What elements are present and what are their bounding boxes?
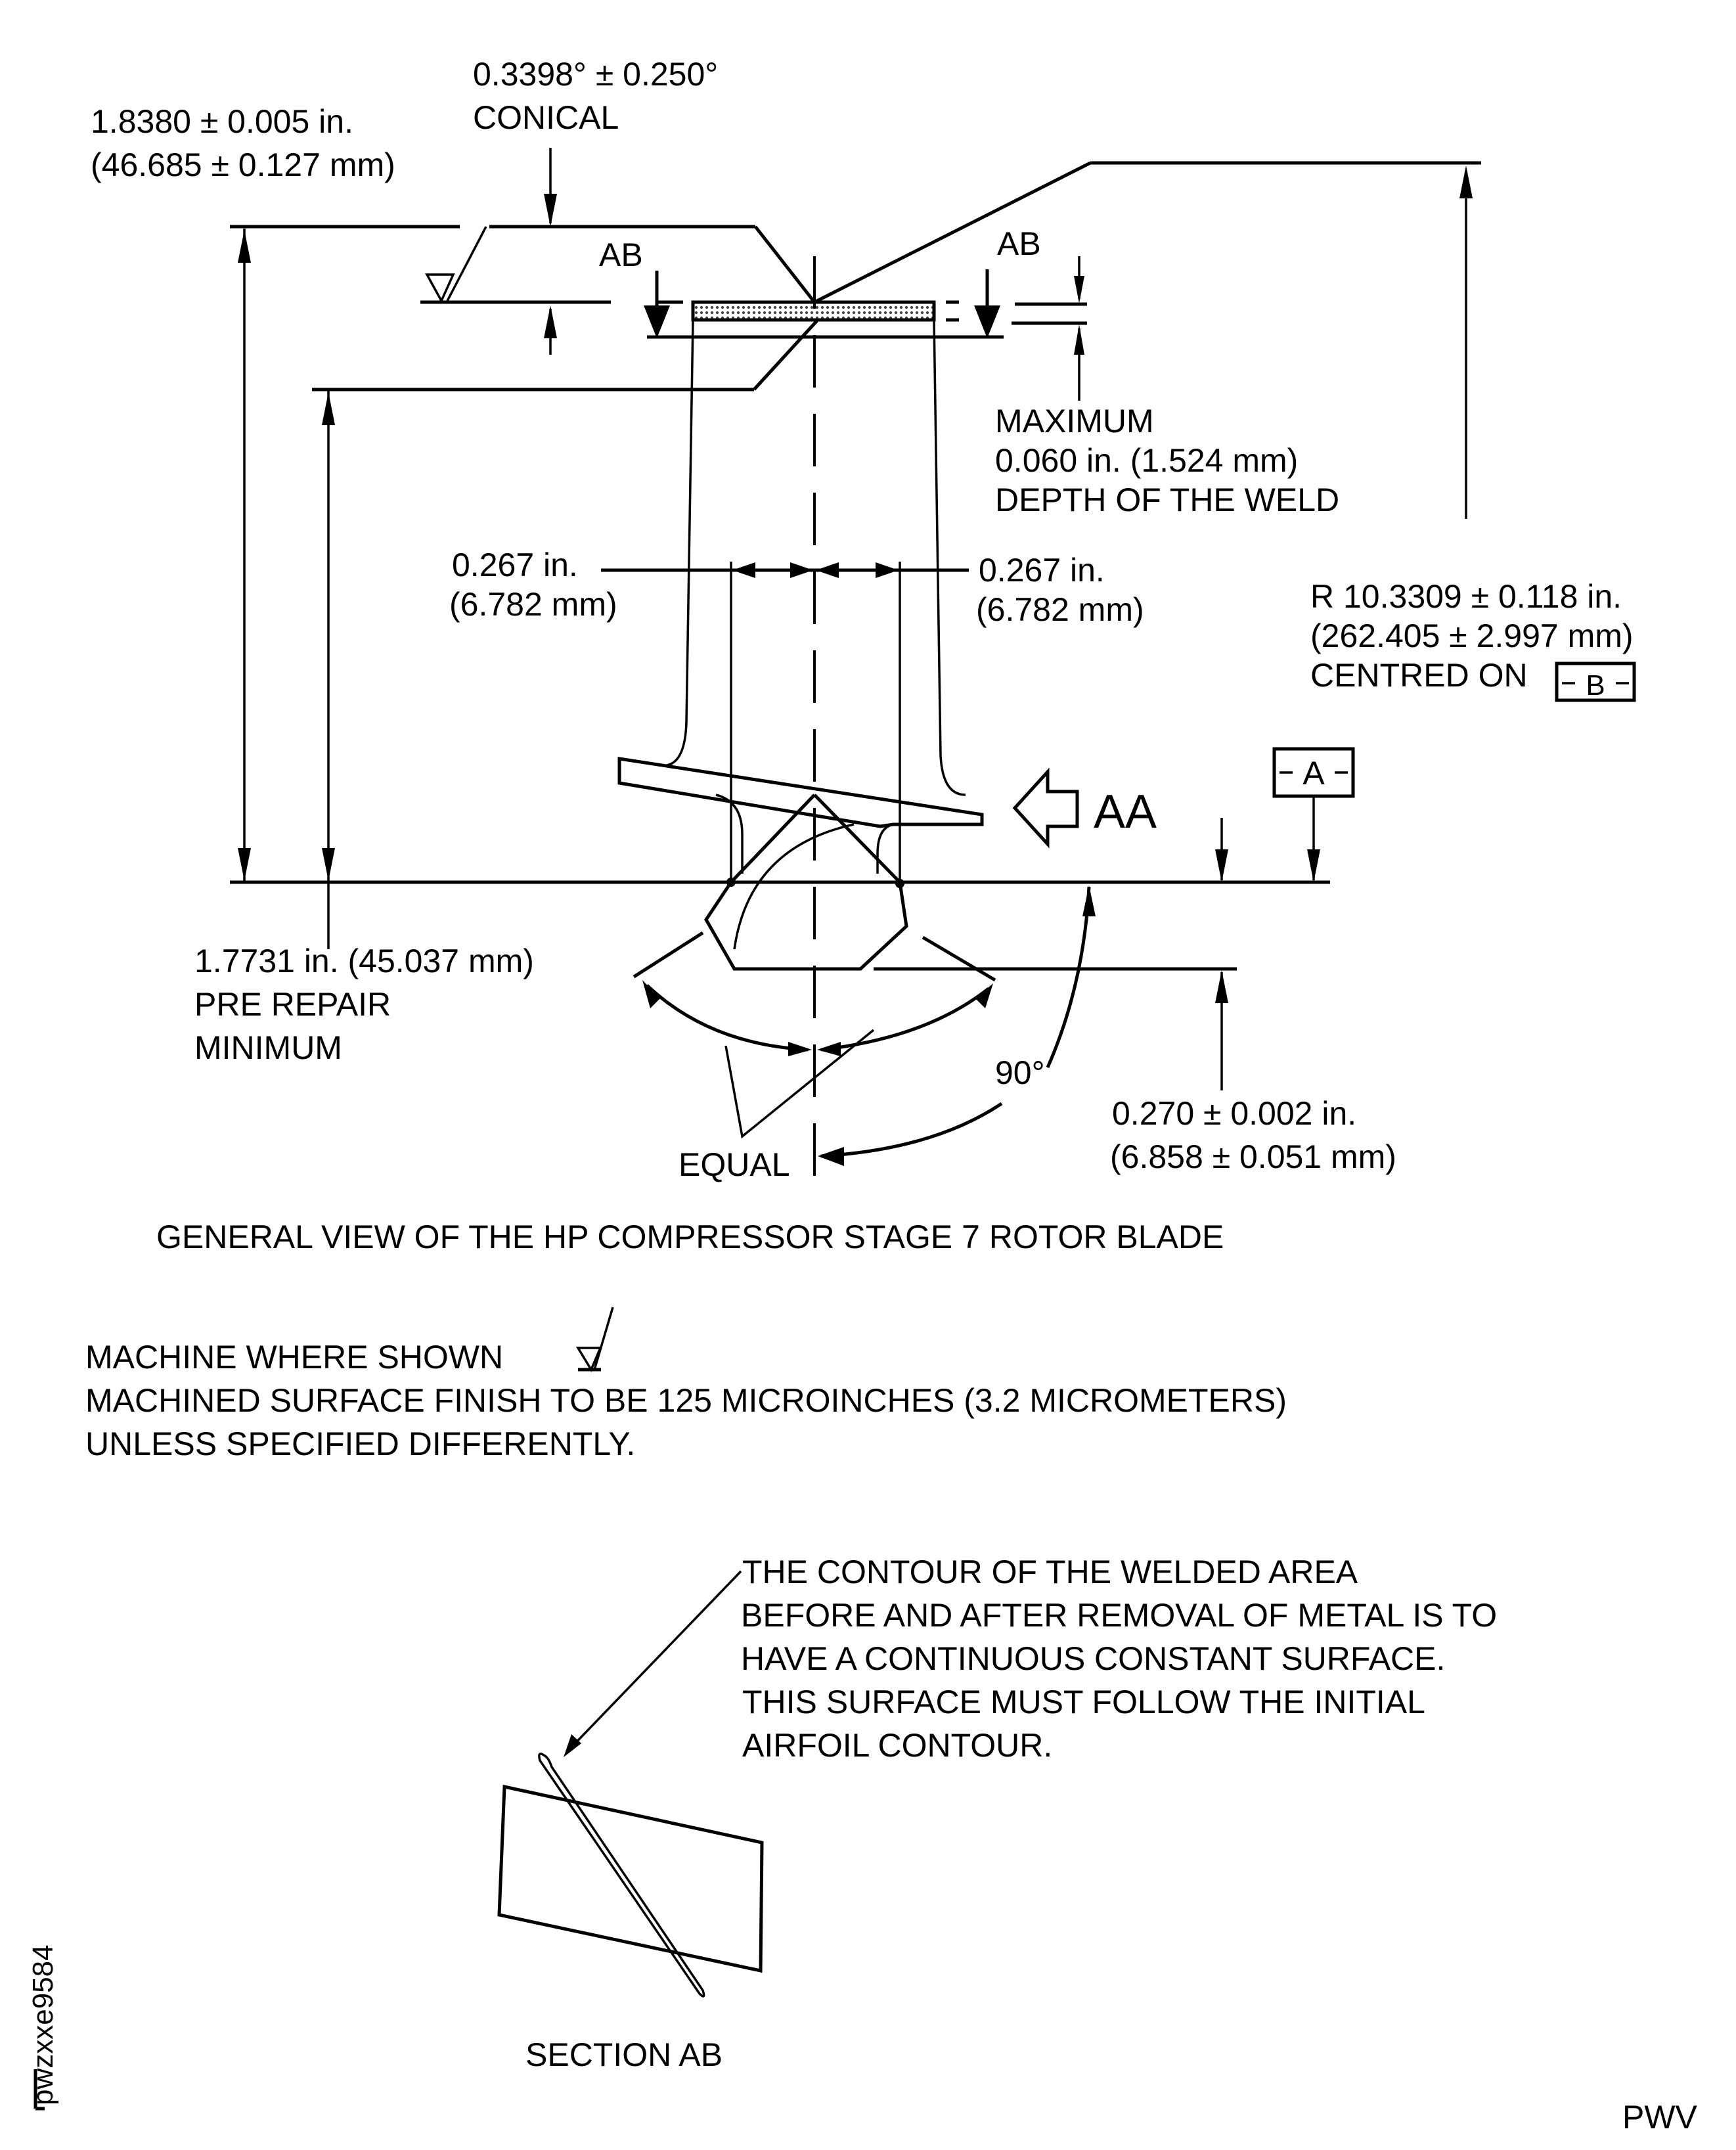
tip-profile (230, 161, 1481, 392)
weld-depth-line1: MAXIMUM (995, 403, 1154, 439)
machine-note-line2: MACHINED SURFACE FINISH TO BE 125 MICROI… (85, 1382, 1287, 1419)
root-offset-dimension: 0.270 ± 0.002 in. (6.858 ± 0.051 mm) (1110, 970, 1396, 1175)
section-cut-left-label: AB (599, 236, 643, 273)
arrow-icon (788, 1042, 812, 1056)
arrow-up-icon (1215, 970, 1228, 1003)
arrow-down-icon (974, 305, 1000, 338)
contour-notes: THE CONTOUR OF THE WELDED AREA BEFORE AN… (564, 1554, 1497, 1764)
arrow-right-icon (790, 562, 813, 578)
airfoil (666, 319, 966, 796)
publisher-mark: PWV (1622, 2099, 1698, 2136)
section-ab-view: SECTION AB (497, 1753, 764, 2073)
machine-notes: MACHINE WHERE SHOWN MACHINED SURFACE FIN… (85, 1307, 1287, 1462)
half-width-dimension: 0.267 in. (6.782 mm) 0.267 in. (6.782 mm… (449, 547, 1144, 887)
pre-repair-line1: 1.7731 in. (45.037 mm) (194, 943, 534, 979)
contour-note-line2: BEFORE AND AFTER REMOVAL OF METAL IS TO (741, 1597, 1497, 1634)
surface-finish-symbol (445, 226, 487, 303)
arrow-icon (975, 983, 993, 1008)
arrow-down-icon (238, 848, 251, 881)
view-arrow-label: AA (1094, 786, 1157, 838)
airfoil-section (538, 1753, 705, 1998)
cone-angle-dimension: 0.3398° ± 0.250° CONICAL (473, 56, 718, 227)
arrow-up-icon (322, 392, 335, 425)
half-width-left-mm: (6.782 mm) (449, 586, 617, 623)
machine-note-line3: UNLESS SPECIFIED DIFFERENTLY. (85, 1425, 635, 1462)
pre-repair-line2: PRE REPAIR (194, 986, 391, 1023)
arrow-up-icon (238, 230, 251, 263)
figure-id-text: pwzxxe9584 (27, 1944, 59, 2105)
angle-label: 90° (995, 1054, 1045, 1091)
arrow-icon (817, 1042, 841, 1056)
contour-note-line3: HAVE A CONTINUOUS CONSTANT SURFACE. (741, 1640, 1445, 1677)
weld-depth-line2: 0.060 in. (1.524 mm) (995, 442, 1298, 479)
arrow-left-icon (818, 1147, 844, 1166)
datum-a: A (1215, 747, 1355, 882)
arrow-down-icon (544, 194, 557, 227)
datum-b-label: B (1586, 669, 1605, 702)
arrow-up-icon (1459, 166, 1473, 198)
pre-repair-dimension: 1.7731 in. (45.037 mm) PRE REPAIR MINIMU… (194, 391, 534, 1066)
arrow-left-outline-icon (1012, 767, 1079, 849)
arrow-up-icon (544, 305, 557, 338)
root-offset-mm: (6.858 ± 0.051 mm) (1110, 1138, 1396, 1175)
half-width-left-inch: 0.267 in. (452, 547, 578, 583)
half-width-right-mm: (6.782 mm) (976, 591, 1144, 628)
pre-repair-line3: MINIMUM (194, 1029, 342, 1066)
root-dovetail: EQUAL 90° (633, 794, 1237, 1183)
arrow-down-icon (322, 848, 335, 881)
radius-line2: (262.405 ± 2.997 mm) (1310, 617, 1634, 654)
root-offset-inch: 0.270 ± 0.002 in. (1112, 1095, 1356, 1132)
radius-dimension: R 10.3309 ± 0.118 in. (262.405 ± 2.997 m… (1310, 166, 1636, 702)
drawing-title: GENERAL VIEW OF THE HP COMPRESSOR STAGE … (156, 1219, 1224, 1255)
machine-note-line1: MACHINE WHERE SHOWN (85, 1339, 503, 1376)
view-arrow-aa: AA (1012, 767, 1157, 849)
arrow-down-icon (1215, 849, 1228, 882)
equal-label: EQUAL (679, 1146, 790, 1183)
cone-angle-label: CONICAL (473, 99, 619, 136)
height-overall-dimension: 1.8380 ± 0.005 in. (46.685 ± 0.127 mm) (91, 103, 395, 882)
half-width-right-inch: 0.267 in. (979, 552, 1105, 589)
section-cut-right-label: AB (997, 225, 1041, 262)
contour-note-line4: THIS SURFACE MUST FOLLOW THE INITIAL (742, 1684, 1425, 1720)
arrow-icon (642, 980, 660, 1008)
arrow-left-icon (732, 562, 755, 578)
contour-note-line1: THE CONTOUR OF THE WELDED AREA (742, 1554, 1358, 1590)
radius-line1: R 10.3309 ± 0.118 in. (1310, 578, 1622, 615)
section-cut-right: AB (974, 225, 1041, 338)
height-overall-inch: 1.8380 ± 0.005 in. (91, 103, 353, 140)
section-title: SECTION AB (525, 2036, 723, 2073)
arrow-left-icon (816, 562, 839, 578)
arrow-down-icon (1307, 849, 1320, 882)
cone-angle-value: 0.3398° ± 0.250° (473, 56, 718, 93)
platform (617, 757, 984, 874)
weld-depth-dimension: MAXIMUM 0.060 in. (1.524 mm) DEPTH OF TH… (995, 256, 1339, 518)
contour-leader (567, 1570, 742, 1752)
contour-note-line5: AIRFOIL CONTOUR. (742, 1727, 1052, 1764)
weld-depth-line3: DEPTH OF THE WELD (995, 482, 1339, 518)
arrow-up-icon (1082, 885, 1096, 916)
arrow-up-icon (1074, 325, 1084, 355)
datum-a-label: A (1302, 755, 1325, 792)
section-plane (497, 1784, 764, 1973)
arrow-down-icon (1074, 276, 1084, 303)
arrow-down-icon (644, 305, 670, 338)
datum-b-box (1555, 661, 1636, 702)
section-cut-left: AB (599, 236, 670, 338)
arrow-icon (564, 1734, 581, 1757)
surface-finish-leader (593, 1307, 614, 1370)
figure-id: pwzxxe9584 (27, 1944, 59, 2111)
radius-line3: CENTRED ON (1310, 657, 1528, 694)
arrow-right-icon (876, 562, 899, 578)
surface-finish-icon (575, 1347, 602, 1372)
height-overall-mm: (46.685 ± 0.127 mm) (91, 146, 395, 183)
surface-finish-icon (425, 273, 455, 303)
